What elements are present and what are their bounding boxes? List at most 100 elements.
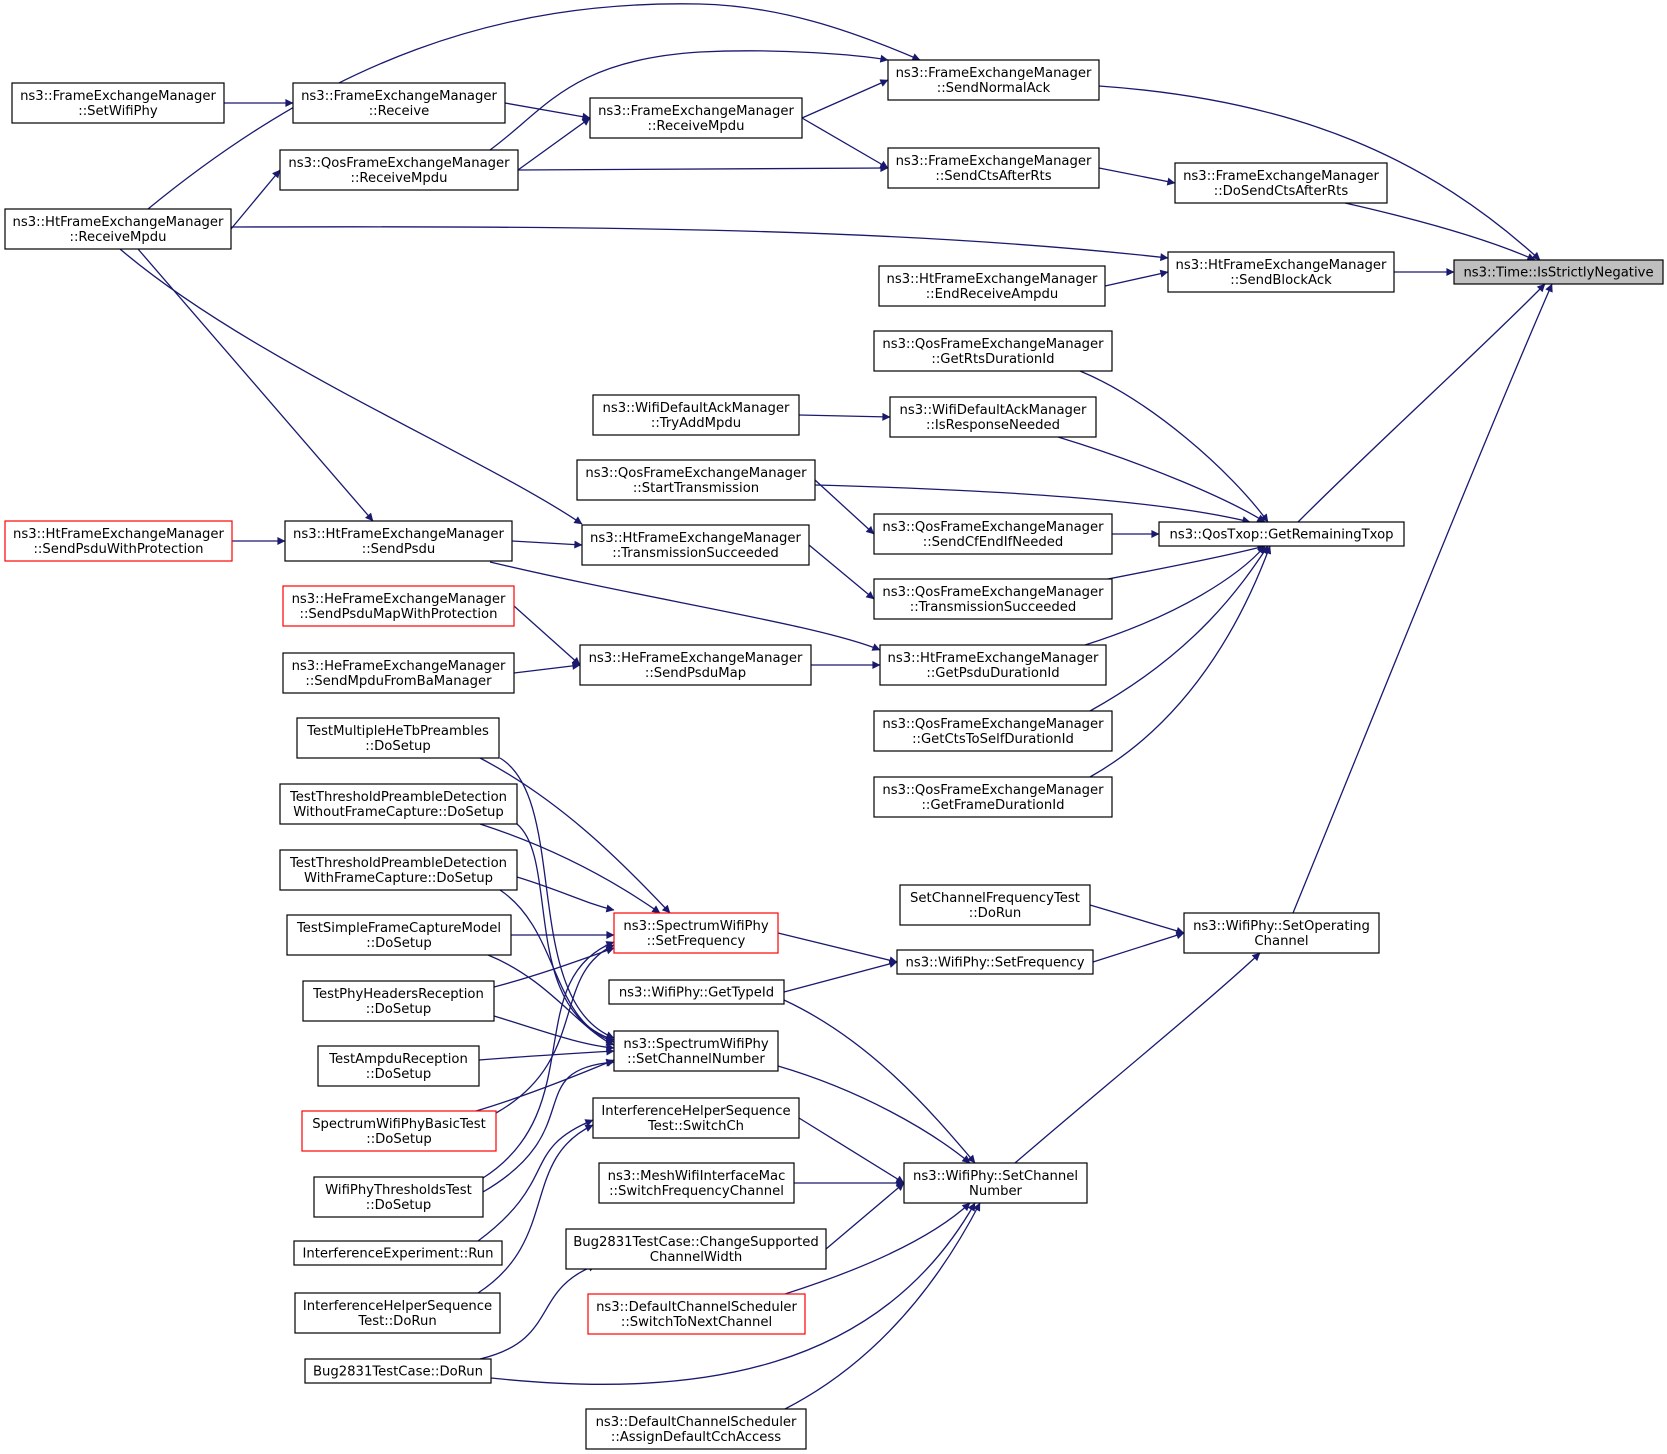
node-spectrumwifiphybasictest[interactable]: SpectrumWifiPhyBasicTest::DoSetup [301, 1110, 497, 1152]
edge-fem_receivempdu-to-fem_sendctsafterrts [801, 117, 889, 169]
node-label: ::ReceiveMpdu [648, 119, 745, 134]
node-qostxop_getremainingtxop[interactable]: ns3::QosTxop::GetRemainingTxop [1158, 521, 1405, 547]
node-wifiphy_gettypeid[interactable]: ns3::WifiPhy::GetTypeId [608, 979, 785, 1005]
node-wifiphythresholdstest[interactable]: WifiPhyThresholdsTest::DoSetup [313, 1176, 484, 1218]
node-label: ns3::WifiPhy::SetChannel [913, 1169, 1078, 1184]
edge-testsimpleframecapture-to-spectrumwifiphy_setchannelnumber [487, 954, 615, 1046]
edge-qosfem_getframedurationid-to-qostxop_getremainingtxop [1089, 545, 1272, 778]
node-label: ::GetFrameDurationId [921, 798, 1064, 813]
node-label: ns3::HtFrameExchangeManager [888, 651, 1099, 666]
node-meshwifiinterfacemac_switch[interactable]: ns3::MeshWifiInterfaceMac::SwitchFrequen… [598, 1162, 795, 1204]
edge-wifiphy_gettypeid-to-wifiphy_setfrequency [783, 960, 898, 993]
node-defaultchannelscheduler_assign[interactable]: ns3::DefaultChannelScheduler::AssignDefa… [585, 1408, 807, 1450]
edge-wdam_tryaddmpdu-to-wdam_isresponseneeded [798, 412, 891, 421]
node-testsimpleframecapture[interactable]: TestSimpleFrameCaptureModel::DoSetup [286, 914, 512, 956]
node-hefem_sendpsdumap[interactable]: ns3::HeFrameExchangeManager::SendPsduMap [579, 644, 812, 686]
node-label: InterferenceHelperSequence [303, 1299, 492, 1314]
edge-testphyheadersreception-to-spectrumwifiphy_setchannelnumber [493, 1015, 615, 1052]
edge-fem_receive-to-fem_receivempdu [504, 102, 591, 121]
node-fem_senddctsafterrts[interactable]: ns3::FrameExchangeManager::DoSendCtsAfte… [1174, 162, 1388, 204]
node-time_isnegative[interactable]: ns3::Time::IsStrictlyNegative [1453, 259, 1664, 285]
node-qosfem_sendcfendifneeded[interactable]: ns3::QosFrameExchangeManager::SendCfEndI… [873, 513, 1113, 555]
edge-htfem_receivempdu-to-htfem_sendpsdu [137, 248, 374, 522]
node-fem_setwifiphy[interactable]: ns3::FrameExchangeManager::SetWifiPhy [11, 82, 225, 124]
node-testmultiplehetbpreambles[interactable]: TestMultipleHeTbPreambles::DoSetup [296, 717, 500, 759]
node-box [579, 644, 812, 686]
node-label: ns3::SpectrumWifiPhy [623, 919, 768, 934]
edge-htfem_sendpsdu-to-htfem_transmissionsucceeded [511, 540, 583, 549]
edge-wifiphythresholdstest-to-spectrumwifiphy_setfrequency [482, 941, 615, 1179]
node-wdam_tryaddmpdu[interactable]: ns3::WifiDefaultAckManager::TryAddMpdu [592, 394, 800, 436]
node-fem_sendnormalack[interactable]: ns3::FrameExchangeManager::SendNormalAck [887, 59, 1100, 101]
node-bug2831_dorun[interactable]: Bug2831TestCase::DoRun [304, 1358, 492, 1384]
node-label: ns3::QosFrameExchangeManager [882, 717, 1104, 732]
node-box [1158, 521, 1405, 547]
node-label: TestAmpduReception [328, 1052, 468, 1067]
node-label: ns3::QosFrameExchangeManager [882, 337, 1104, 352]
node-htfem_sendpsduwithprotection[interactable]: ns3::HtFrameExchangeManager::SendPsduWit… [4, 520, 233, 562]
node-setchannelfrequencytest_dorun[interactable]: SetChannelFrequencyTest::DoRun [899, 884, 1091, 926]
node-qosfem_receivempdu[interactable]: ns3::QosFrameExchangeManager::ReceiveMpd… [279, 149, 519, 191]
node-box [1183, 912, 1380, 954]
node-label: ns3::QosFrameExchangeManager [882, 585, 1104, 600]
node-testampdureception[interactable]: TestAmpduReception::DoSetup [317, 1045, 480, 1087]
node-label: ::EndReceiveAmpdu [926, 287, 1059, 302]
edge-htfem_receivempdu-to-htfem_transmissionsucceeded [119, 248, 583, 525]
node-interferenceexperiment_run[interactable]: InterferenceExperiment::Run [293, 1240, 503, 1266]
node-htfem_endreceiveampdu[interactable]: ns3::HtFrameExchangeManager::EndReceiveA… [878, 265, 1106, 307]
node-htfem_sendpsdu[interactable]: ns3::HtFrameExchangeManager::SendPsdu [284, 520, 513, 562]
node-fem_receivempdu[interactable]: ns3::FrameExchangeManager::ReceiveMpdu [589, 97, 803, 139]
node-bug2831_changesupported[interactable]: Bug2831TestCase::ChangeSupportedChannelW… [565, 1228, 827, 1270]
node-hefem_sendmpdufrombamanager[interactable]: ns3::HeFrameExchangeManager::SendMpduFro… [282, 652, 515, 694]
edge-qostxop_getremainingtxop-to-time_isnegative [1297, 283, 1546, 523]
node-testthresholdwith[interactable]: TestThresholdPreambleDetectionWithFrameC… [279, 849, 518, 891]
node-qosfem_transmissionsucceeded[interactable]: ns3::QosFrameExchangeManager::Transmissi… [873, 578, 1113, 620]
node-htfem_receivempdu[interactable]: ns3::HtFrameExchangeManager::ReceiveMpdu [4, 208, 232, 250]
node-label: ::DoRun [969, 906, 1021, 921]
node-htfem_transmissionsucceeded[interactable]: ns3::HtFrameExchangeManager::Transmissio… [581, 524, 810, 566]
node-label: ::ReceiveMpdu [70, 230, 167, 245]
node-defaultchannelscheduler_switch[interactable]: ns3::DefaultChannelScheduler::SwitchToNe… [587, 1293, 806, 1335]
node-spectrumwifiphy_setfrequency[interactable]: ns3::SpectrumWifiPhy::SetFrequency [613, 912, 779, 954]
node-label: ns3::WifiPhy::SetOperating [1193, 919, 1370, 934]
node-label: ::SetChannelNumber [627, 1052, 765, 1067]
edge-bug2831_changesupported-to-wifiphy_setchannelnumber [825, 1182, 905, 1250]
node-wifiphy_setfrequency[interactable]: ns3::WifiPhy::SetFrequency [896, 949, 1094, 975]
edge-wifiphy_setchannelnumber-to-wifiphy_setoperatingchannel [1014, 952, 1261, 1164]
node-testthresholdwithout[interactable]: TestThresholdPreambleDetectionWithoutFra… [279, 783, 518, 825]
node-testphyheadersreception[interactable]: TestPhyHeadersReception::DoSetup [302, 980, 495, 1022]
node-label: TestThresholdPreambleDetection [289, 856, 507, 871]
node-label: ns3::MeshWifiInterfaceMac [608, 1169, 786, 1184]
edge-testmultiplehetbpreambles-to-spectrumwifiphy_setfrequency [479, 757, 671, 914]
node-label: ::SendCfEndIfNeeded [923, 535, 1064, 550]
node-label: ns3::FrameExchangeManager [598, 104, 794, 119]
node-qosfem_getframedurationid[interactable]: ns3::QosFrameExchangeManager::GetFrameDu… [873, 776, 1113, 818]
edge-htfem_sendpsdu-to-htfem_getpsdudurationid [489, 561, 881, 651]
edge-spectrumwifiphy_setchannelnumber-to-wifiphy_setchannelnumber [777, 1065, 971, 1164]
node-box [899, 884, 1091, 926]
node-htfem_getpsdudurationid[interactable]: ns3::HtFrameExchangeManager::GetPsduDura… [879, 644, 1107, 686]
node-qosfem_getrtsdurationid[interactable]: ns3::QosFrameExchangeManager::GetRtsDura… [873, 330, 1113, 372]
node-box [873, 513, 1113, 555]
node-label: ns3::QosFrameExchangeManager [882, 520, 1104, 535]
node-hefem_sendpsdumapwithprotection[interactable]: ns3::HeFrameExchangeManager::SendPsduMap… [282, 585, 515, 627]
node-box [294, 1292, 501, 1334]
node-fem_sendctsafterrts[interactable]: ns3::FrameExchangeManager::SendCtsAfterR… [887, 147, 1100, 189]
node-spectrumwifiphy_setchannelnumber[interactable]: ns3::SpectrumWifiPhy::SetChannelNumber [613, 1030, 779, 1072]
node-htfem_sendblockack[interactable]: ns3::HtFrameExchangeManager::SendBlockAc… [1167, 251, 1395, 293]
node-qosfem_starttransmission[interactable]: ns3::QosFrameExchangeManager::StartTrans… [576, 459, 816, 501]
node-wdam_isresponseneeded[interactable]: ns3::WifiDefaultAckManager::IsResponseNe… [889, 396, 1097, 438]
node-box [279, 783, 518, 825]
node-label: ::SendPsduMapWithProtection [300, 607, 498, 622]
node-wifiphy_setchannelnumber[interactable]: ns3::WifiPhy::SetChannelNumber [903, 1162, 1088, 1204]
edge-htfem_getpsdudurationid-to-qostxop_getremainingtxop [1084, 545, 1266, 646]
node-label: ::DoSetup [365, 739, 431, 754]
node-box [302, 980, 495, 1022]
node-qosfem_getctstoselfdurationid[interactable]: ns3::QosFrameExchangeManager::GetCtsToSe… [873, 710, 1113, 752]
edge-qosfem_starttransmission-to-qostxop_getremainingtxop [814, 484, 1251, 525]
node-fem_receive[interactable]: ns3::FrameExchangeManager::Receive [292, 82, 506, 124]
